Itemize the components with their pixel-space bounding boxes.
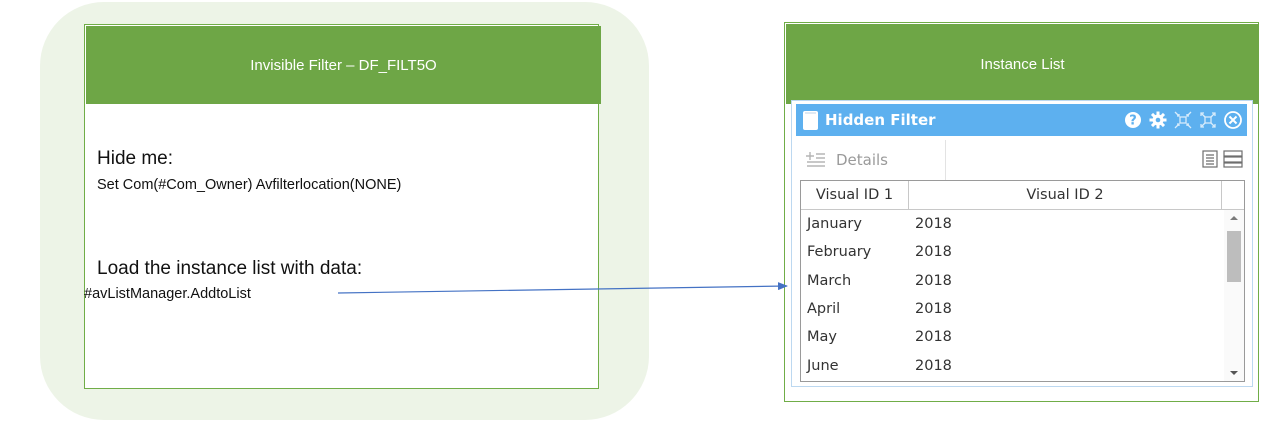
instance-grid: Visual ID 1 Visual ID 2 January 2018 Feb… [800, 180, 1245, 382]
load-list-code: #avListManager.AddtoList [84, 286, 251, 302]
filter-panel-title: Invisible Filter – DF_FILT5O [250, 56, 437, 74]
scrollbar-thumb[interactable] [1227, 231, 1241, 282]
document-icon [803, 110, 818, 130]
help-icon[interactable]: ? [1123, 110, 1143, 130]
details-button[interactable]: Details [800, 140, 946, 180]
svg-text:?: ? [1129, 114, 1137, 129]
caret-down-icon [1230, 371, 1238, 375]
collapse-icon[interactable] [1173, 110, 1193, 130]
cell-visual-id-1: February [807, 244, 872, 261]
details-icon [806, 152, 825, 167]
cell-visual-id-2: 2018 [915, 301, 952, 318]
scroll-up-button[interactable] [1224, 210, 1244, 226]
cell-visual-id-1: April [807, 301, 841, 318]
grid-header: Visual ID 1 Visual ID 2 [801, 181, 1244, 210]
cell-visual-id-2: 2018 [915, 329, 952, 346]
table-row[interactable]: March 2018 [801, 267, 1221, 295]
widget-titlebar: Hidden Filter ? [796, 104, 1247, 136]
grid-view-icon[interactable] [1223, 150, 1243, 168]
gear-icon[interactable] [1148, 110, 1168, 130]
close-icon[interactable] [1223, 110, 1243, 130]
widget-title: Hidden Filter [825, 111, 936, 129]
instance-list-header: Instance List [786, 24, 1259, 104]
load-list-heading: Load the instance list with data: [97, 258, 363, 279]
table-row[interactable]: June 2018 [801, 351, 1221, 379]
cell-visual-id-1: May [807, 329, 837, 346]
cell-visual-id-2: 2018 [915, 272, 952, 289]
column-header-visual-id-2[interactable]: Visual ID 2 [909, 181, 1222, 209]
details-label: Details [836, 151, 889, 169]
cell-visual-id-2: 2018 [915, 357, 952, 374]
instance-list-title: Instance List [980, 55, 1065, 73]
scroll-down-button[interactable] [1224, 365, 1244, 381]
cell-visual-id-2: 2018 [915, 244, 952, 261]
cell-visual-id-1: March [807, 272, 852, 289]
cell-visual-id-2: 2018 [915, 216, 952, 233]
expand-icon[interactable] [1198, 110, 1218, 130]
column-header-visual-id-1[interactable]: Visual ID 1 [801, 181, 909, 209]
table-row[interactable]: April 2018 [801, 295, 1221, 323]
list-view-icon[interactable] [1202, 150, 1218, 168]
table-row[interactable]: May 2018 [801, 323, 1221, 351]
widget-toolbar: Details [800, 140, 1245, 180]
cell-visual-id-1: June [807, 357, 839, 374]
hide-me-code: Set Com(#Com_Owner) Avfilterlocation(NON… [97, 177, 402, 193]
table-row[interactable]: January 2018 [801, 210, 1221, 238]
vertical-scrollbar[interactable] [1224, 210, 1244, 381]
caret-up-icon [1230, 216, 1238, 220]
cell-visual-id-1: January [807, 216, 862, 233]
hide-me-heading: Hide me: [97, 148, 174, 169]
table-row[interactable]: February 2018 [801, 238, 1221, 266]
filter-panel-header: Invisible Filter – DF_FILT5O [86, 26, 601, 104]
